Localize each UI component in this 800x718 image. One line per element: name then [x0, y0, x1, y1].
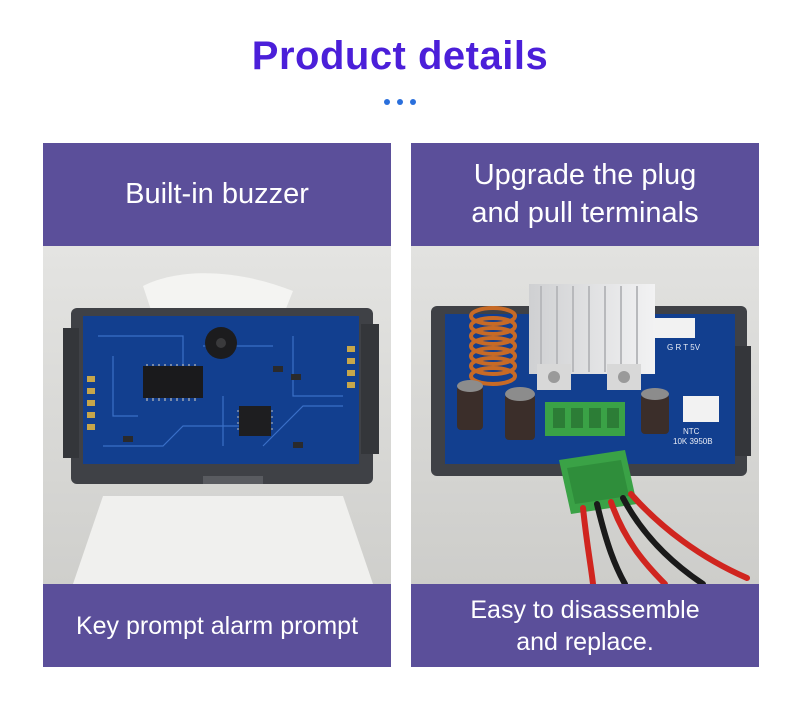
card-top-caption-band: Upgrade the plug and pull terminals [411, 143, 759, 246]
feature-card-buzzer: Built-in buzzer [43, 143, 391, 667]
page-title: Product details [251, 34, 549, 78]
card-top-caption-band: Built-in buzzer [43, 143, 391, 246]
card-bottom-caption-line-1: Easy to disassemble [470, 595, 700, 624]
feature-card-terminals: Upgrade the plug and pull terminals [411, 143, 759, 667]
card-top-caption-line-1: Upgrade the plug [473, 159, 697, 192]
card-top-caption-line-2: and pull terminals [471, 196, 699, 229]
card-bottom-caption-band: Easy to disassemble and replace. [411, 584, 759, 667]
card-bottom-caption-line-2: and replace. [516, 627, 654, 656]
terminal-plug-photo-icon: G R T 5V NTC 10K 3950B [411, 246, 759, 584]
dot-icon [384, 99, 390, 105]
board-label-grt5v: G R T 5V [667, 343, 701, 352]
card-top-caption: Built-in buzzer [125, 177, 309, 210]
card-bottom-caption-band: Key prompt alarm prompt [43, 584, 391, 667]
board-label-10k: 10K 3950B [673, 437, 713, 446]
pcb-buzzer-photo-icon [43, 246, 391, 584]
dot-icon [397, 99, 403, 105]
title-dots [384, 99, 416, 105]
board-label-ntc: NTC [683, 427, 700, 436]
card-bottom-caption: Key prompt alarm prompt [75, 611, 359, 640]
dot-icon [410, 99, 416, 105]
